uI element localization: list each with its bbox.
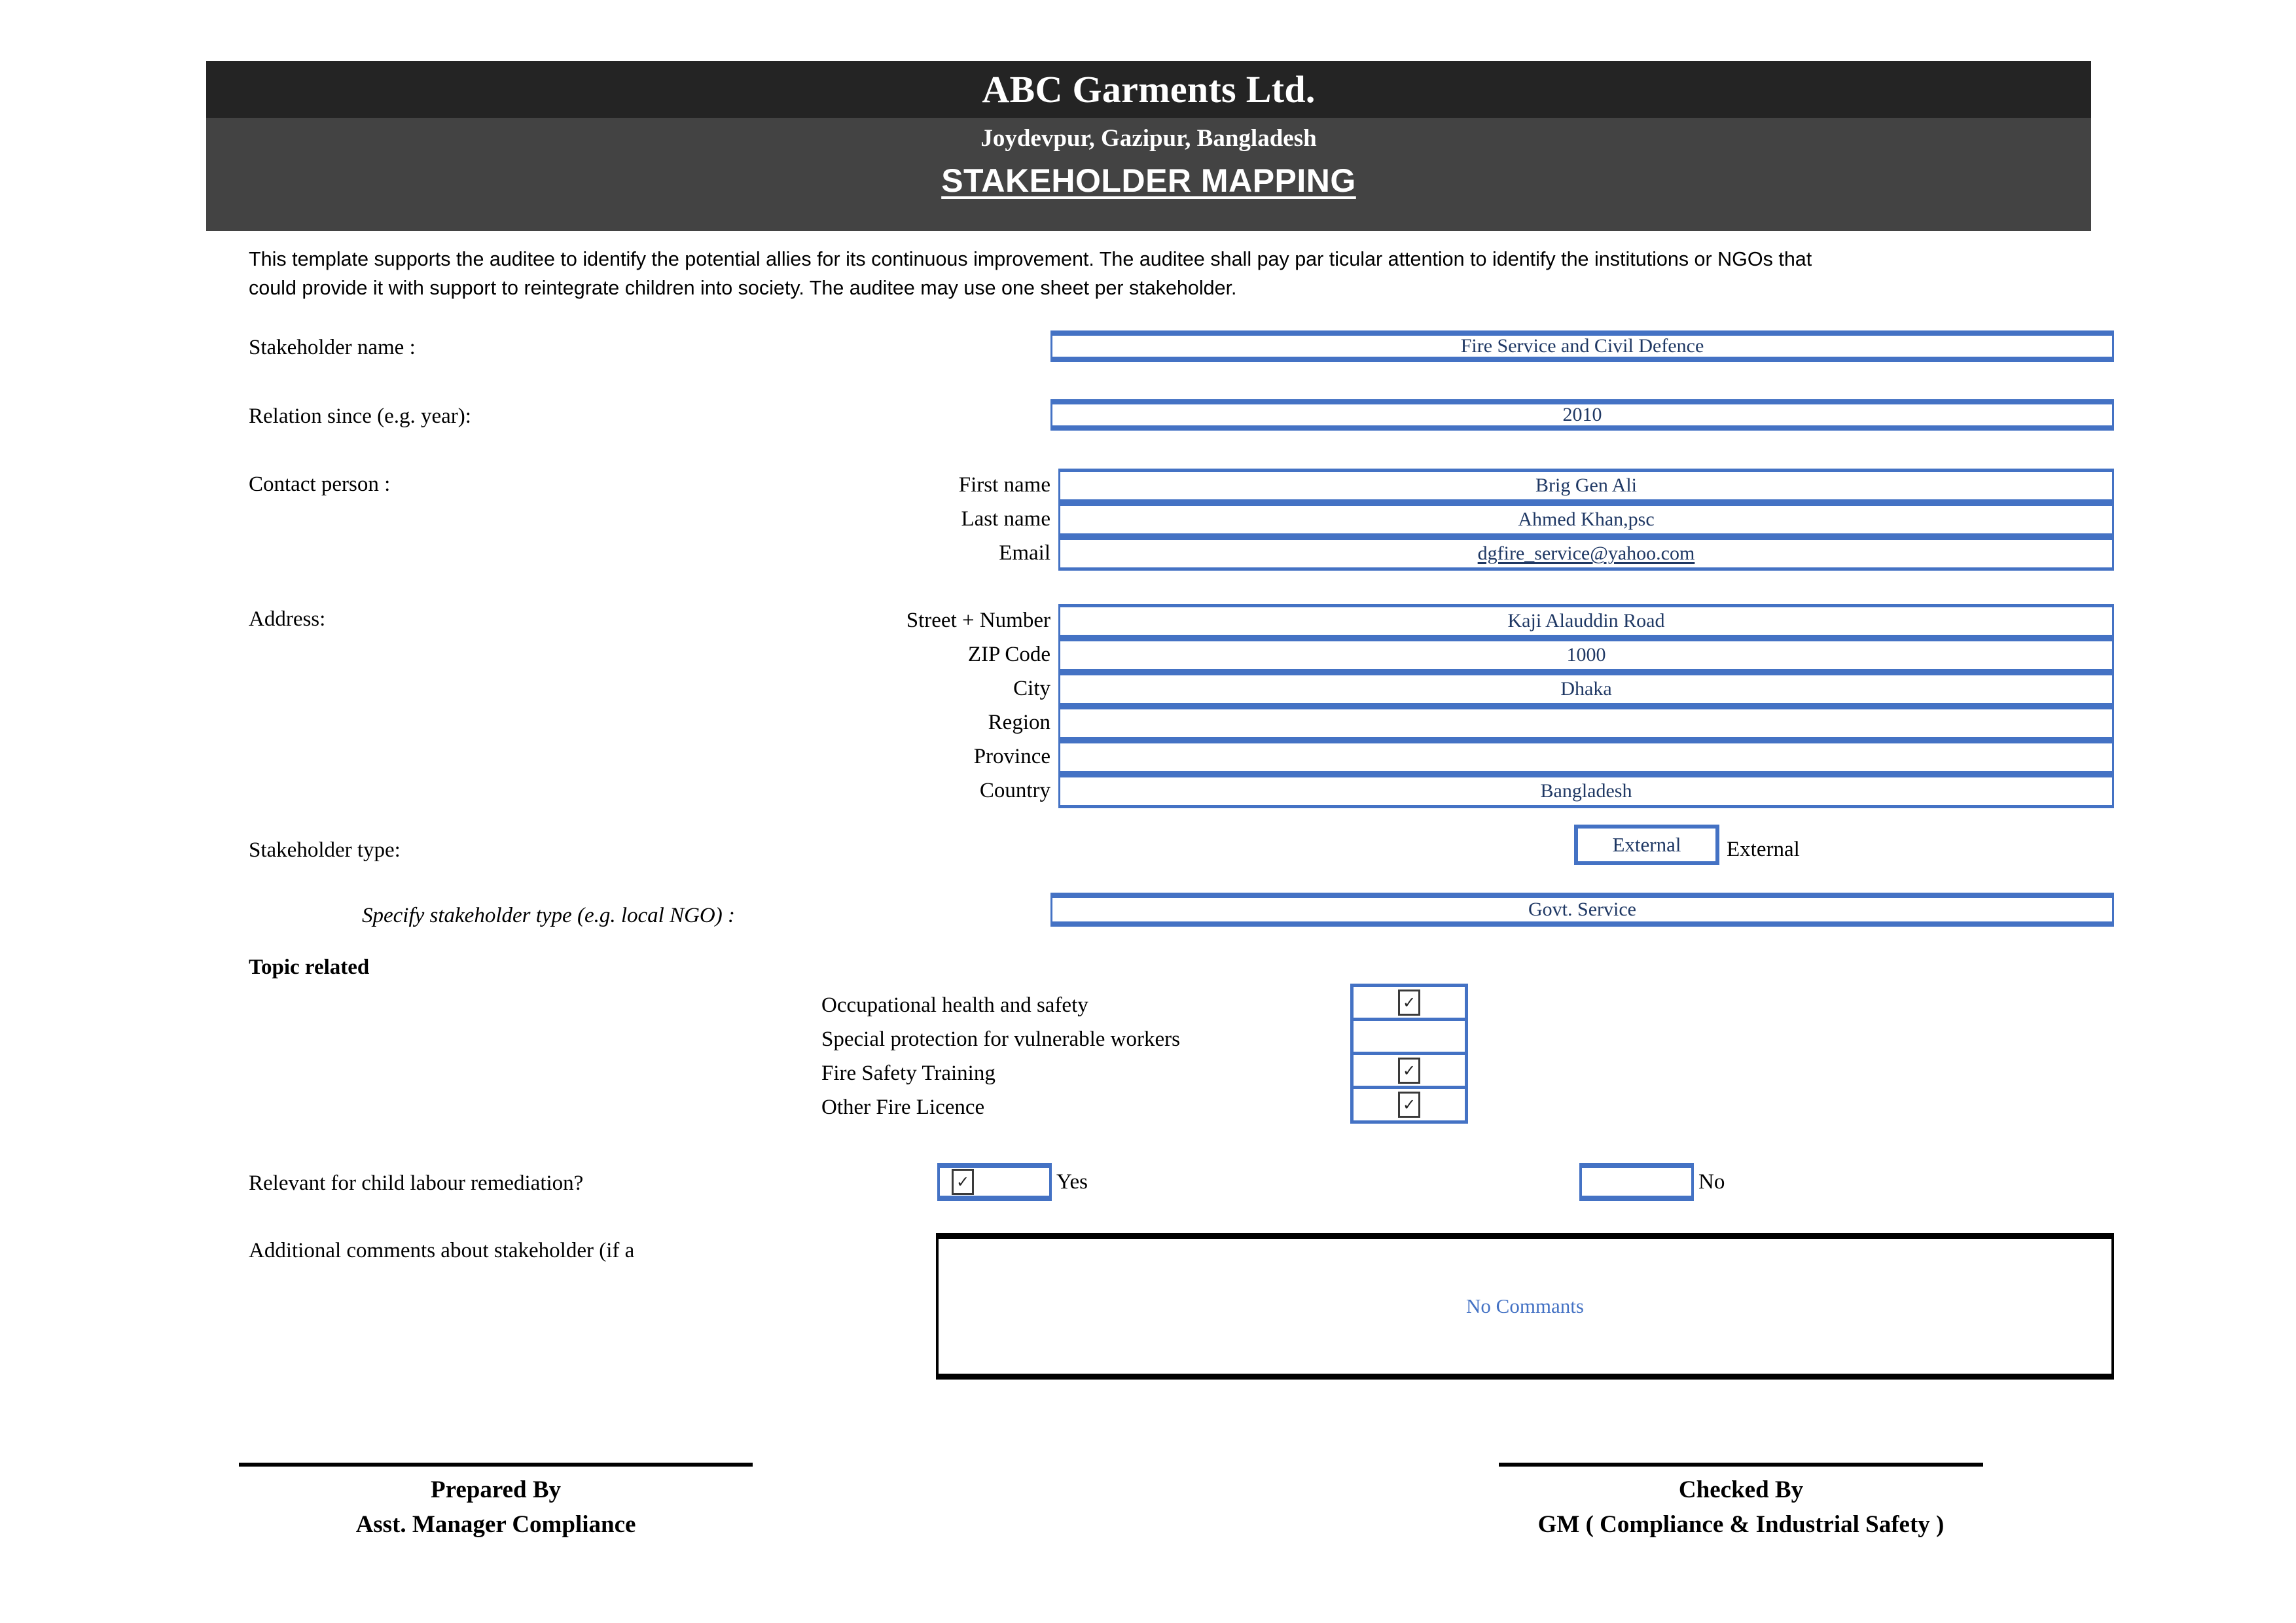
specify-type-input[interactable]: Govt. Service: [1050, 893, 2114, 927]
first-name-input[interactable]: Brig Gen Ali: [1058, 469, 2114, 503]
stakeholder-name-value: Fire Service and Civil Defence: [1460, 335, 1704, 357]
stakeholder-type-label: Stakeholder type:: [249, 838, 401, 862]
additional-comments-input[interactable]: No Commants: [936, 1233, 2114, 1380]
prepared-by-block: Prepared By Asst. Manager Compliance: [239, 1463, 753, 1539]
topic-checkbox-cell-0[interactable]: ✓: [1350, 984, 1468, 1022]
prepared-by-title: Prepared By: [430, 1476, 562, 1503]
remediation-question-label: Relevant for child labour remediation?: [249, 1171, 584, 1195]
checked-by-block: Checked By GM ( Compliance & Industrial …: [1499, 1463, 1983, 1539]
remediation-no-checkbox[interactable]: [1579, 1163, 1694, 1201]
check-icon-0: ✓: [1398, 990, 1420, 1016]
topic-checkbox-cell-2[interactable]: ✓: [1350, 1052, 1468, 1090]
relation-since-input[interactable]: 2010: [1050, 399, 2114, 431]
province-label: Province: [973, 745, 1050, 768]
country-input[interactable]: Bangladesh: [1058, 774, 2114, 808]
city-label: City: [1013, 677, 1050, 700]
document-header: ABC Garments Ltd. Joydevpur, Gazipur, Ba…: [206, 61, 2091, 231]
header-top-bar: ABC Garments Ltd.: [206, 61, 2091, 118]
remediation-no-label: No: [1698, 1170, 1725, 1194]
stakeholder-type-value: External: [1612, 833, 1681, 856]
last-name-label: Last name: [961, 507, 1050, 531]
check-icon-yes: ✓: [952, 1169, 974, 1195]
street-label: Street + Number: [906, 609, 1050, 632]
checked-by-role: GM ( Compliance & Industrial Safety ): [1537, 1511, 1945, 1538]
checked-by-title: Checked By: [1678, 1476, 1804, 1503]
topic-related-heading: Topic related: [249, 955, 370, 979]
city-value: Dhaka: [1560, 678, 1612, 700]
email-label: Email: [999, 541, 1050, 565]
intro-paragraph: This template supports the auditee to id…: [249, 248, 1812, 299]
additional-comments-label: Additional comments about stakeholder (i…: [249, 1239, 635, 1262]
check-icon-3: ✓: [1398, 1092, 1420, 1118]
signature-line-prepared: [239, 1463, 753, 1467]
document-title: STAKEHOLDER MAPPING: [941, 162, 1356, 199]
region-label: Region: [988, 711, 1050, 734]
stakeholder-name-input[interactable]: Fire Service and Civil Defence: [1050, 330, 2114, 362]
specify-type-label: Specify stakeholder type (e.g. local NGO…: [362, 904, 735, 927]
street-input[interactable]: Kaji Alauddin Road: [1058, 604, 2114, 638]
company-address: Joydevpur, Gazipur, Bangladesh: [980, 125, 1317, 152]
last-name-value: Ahmed Khan,psc: [1518, 508, 1655, 530]
country-value: Bangladesh: [1540, 780, 1632, 802]
zip-input[interactable]: 1000: [1058, 638, 2114, 672]
email-input[interactable]: dgfire_service@yahoo.com: [1058, 537, 2114, 571]
topic-label-0: Occupational health and safety: [821, 993, 1088, 1017]
street-value: Kaji Alauddin Road: [1507, 610, 1665, 632]
province-input[interactable]: [1058, 740, 2114, 774]
stakeholder-type-select[interactable]: External: [1574, 825, 1719, 865]
topic-label-3: Other Fire Licence: [821, 1096, 985, 1119]
address-label: Address:: [249, 607, 326, 631]
topic-label-2: Fire Safety Training: [821, 1061, 996, 1085]
stakeholder-name-label: Stakeholder name :: [249, 336, 416, 359]
remediation-yes-checkbox[interactable]: ✓: [937, 1163, 1052, 1201]
topic-checkbox-cell-3[interactable]: ✓: [1350, 1086, 1468, 1124]
zip-value: 1000: [1566, 644, 1606, 666]
country-label: Country: [979, 779, 1050, 802]
last-name-input[interactable]: Ahmed Khan,psc: [1058, 503, 2114, 537]
remediation-yes-label: Yes: [1056, 1170, 1088, 1194]
prepared-by-role: Asst. Manager Compliance: [355, 1511, 636, 1538]
topic-checkbox-cell-1[interactable]: [1350, 1018, 1468, 1056]
first-name-label: First name: [958, 473, 1050, 497]
company-name: ABC Garments Ltd.: [982, 68, 1316, 111]
region-input[interactable]: [1058, 706, 2114, 740]
signature-line-checked: [1499, 1463, 1983, 1467]
zip-label: ZIP Code: [967, 643, 1050, 666]
specify-type-value: Govt. Service: [1528, 899, 1636, 920]
contact-person-label: Contact person :: [249, 473, 391, 496]
email-value: dgfire_service@yahoo.com: [1477, 543, 1695, 564]
relation-since-label: Relation since (e.g. year):: [249, 404, 471, 428]
relation-since-value: 2010: [1562, 404, 1602, 425]
first-name-value: Brig Gen Ali: [1535, 474, 1637, 496]
stakeholder-type-suffix: External: [1727, 838, 1800, 861]
city-input[interactable]: Dhaka: [1058, 672, 2114, 706]
topic-label-1: Special protection for vulnerable worker…: [821, 1027, 1180, 1051]
check-icon-2: ✓: [1398, 1058, 1420, 1084]
additional-comments-value: No Commants: [1466, 1294, 1584, 1317]
header-bottom-bar: Joydevpur, Gazipur, Bangladesh STAKEHOLD…: [206, 118, 2091, 231]
